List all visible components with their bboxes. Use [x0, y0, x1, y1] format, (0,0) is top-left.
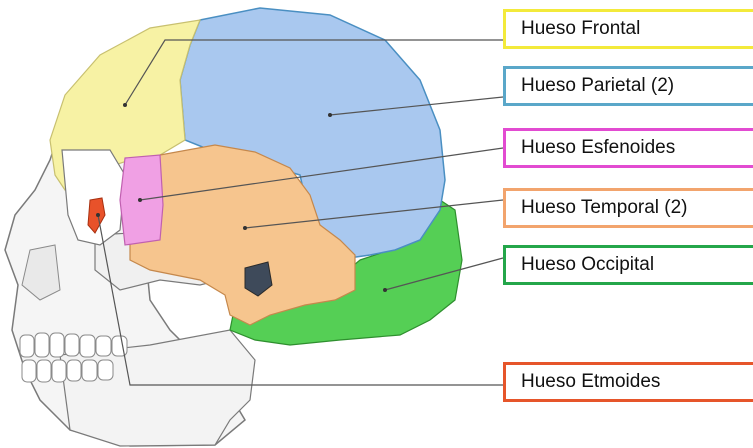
label-parietal: Hueso Parietal (2): [503, 66, 753, 106]
label-temporal: Hueso Temporal (2): [503, 188, 753, 228]
label-etmoides: Hueso Etmoides: [503, 362, 753, 402]
label-occipital: Hueso Occipital: [503, 245, 753, 285]
label-esfenoides: Hueso Esfenoides: [503, 128, 753, 168]
label-frontal: Hueso Frontal: [503, 9, 753, 49]
